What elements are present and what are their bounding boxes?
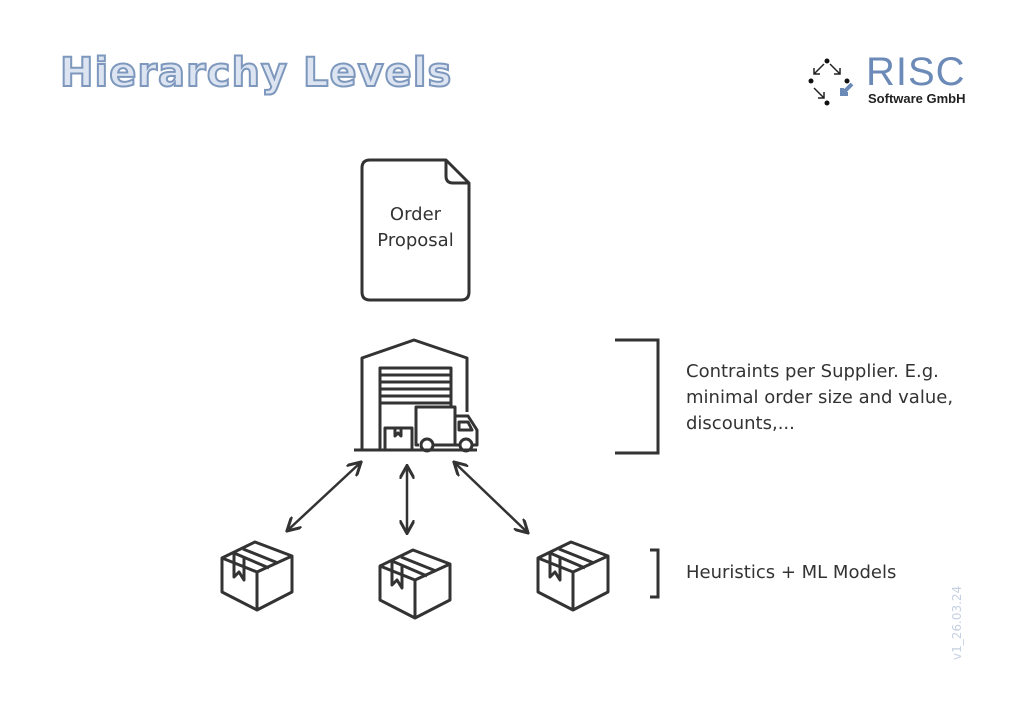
note-line: minimal order size and value, [686,387,954,408]
order-proposal-label: Order Proposal [362,202,469,254]
note-line: Contraints per Supplier. E.g. [686,361,939,382]
package-icon [536,540,610,612]
document-icon [360,158,471,302]
supplier-bracket [615,338,660,455]
slide-title: Hierarchy Levels [59,49,453,97]
logo-subtitle: Software GmbH [868,91,966,106]
doc-line: Proposal [377,230,454,251]
logo-name: RISC [866,50,966,94]
arrow-right [455,463,527,532]
version-label: v1_26.03.24 [950,585,964,660]
item-note: Heuristics + ML Models [686,562,897,583]
package-icon [378,548,452,620]
item-bracket [650,548,660,599]
note-line: discounts,... [686,413,795,434]
package-icon [220,540,294,612]
arrow-left [288,463,360,530]
doc-line: Order [389,204,442,225]
supplier-note: Contraints per Supplier. E.g. minimal or… [686,359,953,437]
logo-arrows-icon [808,58,854,106]
warehouse-icon [354,338,479,453]
risc-logo: RISC Software GmbH [808,50,978,110]
